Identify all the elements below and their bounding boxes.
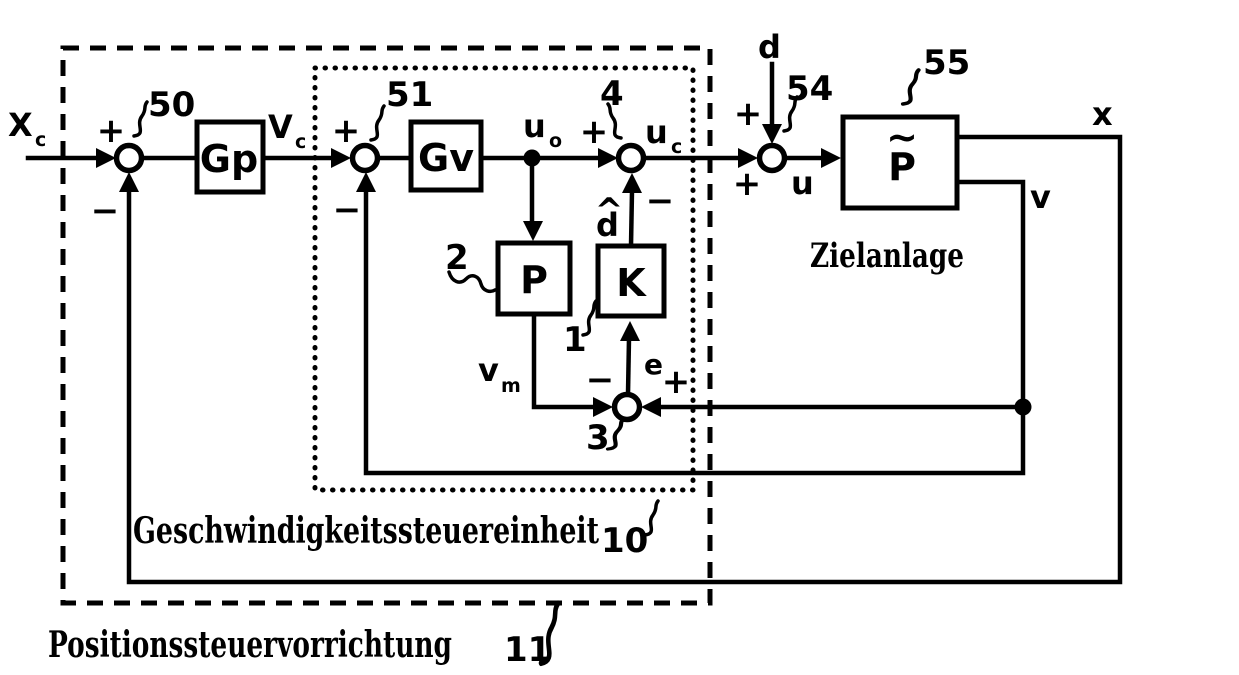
leader-squiggle-4 <box>606 102 623 140</box>
signal-x-output: x <box>1092 95 1113 133</box>
block-gp <box>194 119 266 195</box>
block-plant-letter: P <box>888 145 916 189</box>
branch-node-v <box>1014 398 1032 416</box>
block-gv <box>408 119 484 193</box>
leader-squiggle-11 <box>538 600 561 667</box>
summing-junction-3 <box>611 391 643 423</box>
inner-box-label: Geschwindigkeitssteuereinheit <box>133 510 599 552</box>
j50-plus-sign: + <box>97 111 126 151</box>
wires <box>25 61 1123 585</box>
leader-squiggle-55 <box>900 68 921 106</box>
signal-d-disturbance: d <box>758 28 781 66</box>
block-gp-label: Gp <box>200 137 258 181</box>
arrowhead-vm-into-j3 <box>593 397 613 417</box>
signal-uo-sub: o <box>549 130 562 152</box>
j51-minus-sign: − <box>333 190 362 230</box>
block-plant-tilde: ~ <box>886 115 918 159</box>
block-plant <box>840 114 960 211</box>
ref-50: 50 <box>148 85 195 125</box>
arrowhead-into-k <box>620 321 640 341</box>
signal-uc-main: u <box>645 113 668 151</box>
leader-squiggle-51 <box>369 104 386 142</box>
junctions <box>113 142 1032 423</box>
arrowheads <box>96 124 841 417</box>
signal-vm-main: v <box>478 351 499 389</box>
leader-squiggle-3 <box>605 416 626 451</box>
leader-squiggles <box>132 68 921 667</box>
j54-plus-bottom-sign: + <box>733 164 762 204</box>
j3-minus-sign: − <box>586 360 615 400</box>
signal-dhat-hat: ^ <box>595 191 624 231</box>
ref-4: 4 <box>600 74 624 114</box>
arrowhead-x-into-j50 <box>119 172 139 192</box>
block-p-label: P <box>520 258 548 302</box>
arrowhead-dhat-into-j4 <box>622 173 642 193</box>
signal-vm-sub: m <box>501 375 521 397</box>
wire-p-vm-to-j3 <box>531 311 600 410</box>
block-k-label: K <box>616 261 647 305</box>
wire-j3-to-k <box>625 335 632 397</box>
inner-dotted-box <box>312 65 696 493</box>
summing-junction-50 <box>113 142 145 174</box>
leader-squiggle-2 <box>447 270 497 294</box>
branch-node-uo <box>523 149 541 167</box>
signal-vc-sub: c <box>295 131 306 153</box>
arrowhead-v-into-j51 <box>356 172 376 192</box>
arrowhead-into-plant <box>821 148 841 168</box>
outer-box-label: Positionssteuervorrichtung <box>48 624 452 666</box>
blocks <box>194 114 960 319</box>
wire-v-feedback <box>363 179 1026 476</box>
arrowhead-into-j4 <box>598 148 618 168</box>
signal-v-output: v <box>1030 178 1051 216</box>
ref-1: 1 <box>563 320 587 360</box>
ref-10: 10 <box>601 521 648 561</box>
signal-dhat-main: d <box>596 206 619 244</box>
j50-minus-sign: − <box>91 191 120 231</box>
ref-55: 55 <box>923 43 970 83</box>
ref-2: 2 <box>445 238 469 278</box>
j54-plus-top-sign: + <box>734 94 763 134</box>
signal-xc-main: X <box>8 106 33 144</box>
block-k <box>595 243 667 319</box>
summing-junction-4 <box>615 142 647 174</box>
arrowhead-v-into-j3 <box>641 397 661 417</box>
j3-plus-sign: + <box>662 362 691 402</box>
j51-plus-sign: + <box>332 111 361 151</box>
j4-plus-sign: + <box>580 112 609 152</box>
arrowhead-into-p <box>523 221 543 241</box>
summing-junction-51 <box>349 142 381 174</box>
arrowhead-d-down <box>762 124 782 144</box>
signal-e: e <box>644 348 663 381</box>
j4-minus-sign: − <box>646 181 675 221</box>
signal-vc-main: V <box>268 108 293 146</box>
leader-squiggle-10 <box>643 499 660 537</box>
signal-xc-sub: c <box>35 129 46 151</box>
arrowhead-into-j51 <box>331 148 351 168</box>
summing-junction-54 <box>756 142 788 174</box>
plant-caption: Zielanlage <box>810 236 964 276</box>
wire-x-feedback <box>126 134 1123 585</box>
ref-11: 11 <box>504 630 551 670</box>
signal-uc-sub: c <box>671 136 682 158</box>
arrowhead-into-j54 <box>738 148 758 168</box>
signal-uo-main: u <box>523 107 546 145</box>
outer-dashed-box <box>60 45 713 606</box>
block-p <box>495 240 573 317</box>
signal-u: u <box>791 164 814 202</box>
leader-squiggle-54 <box>782 95 799 133</box>
ref-51: 51 <box>386 75 433 115</box>
leader-squiggle-1 <box>581 299 598 337</box>
ref-54: 54 <box>786 69 833 109</box>
leader-squiggle-50 <box>132 100 149 138</box>
arrowhead-into-j50 <box>96 148 116 168</box>
wire-k-dhat-to-j4 <box>628 188 635 249</box>
ref-3: 3 <box>586 418 610 458</box>
block-gv-label: Gv <box>418 136 474 180</box>
